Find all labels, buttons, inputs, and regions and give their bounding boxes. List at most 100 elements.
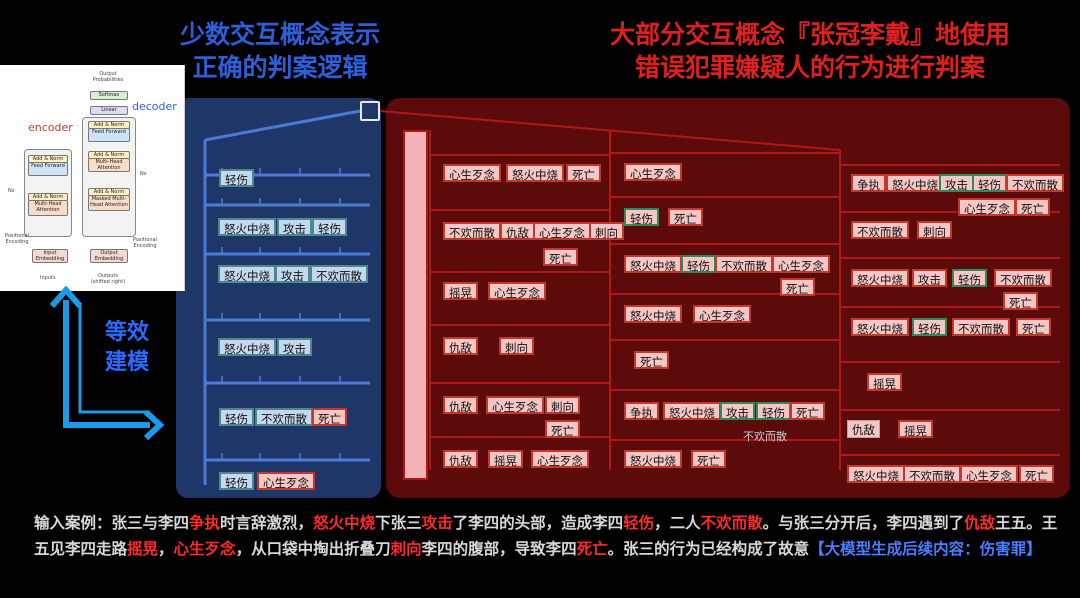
right-title-line2: 错误犯罪嫌疑人的行为进行判案 <box>634 53 985 82</box>
equivalence-label: 等效 建模 <box>105 318 149 378</box>
case-seg5: ，二人 <box>654 514 701 532</box>
concept-node: 心生歹念 <box>531 450 589 468</box>
concept-node: 怒火中烧 <box>506 164 564 182</box>
concept-node: 心生歹念 <box>624 163 682 181</box>
context-tower <box>403 130 428 480</box>
concept-node: 心生歹念 <box>488 282 546 300</box>
concept-node: 心生歹念 <box>486 396 544 414</box>
decoder-nx-label: Nx <box>140 171 147 177</box>
concept-node: 轻伤 <box>681 255 716 273</box>
concept-node: 怒火中烧 <box>218 218 276 236</box>
case-kw-part-ways: 不欢而散 <box>700 514 763 532</box>
case-seg8: ， <box>158 540 174 558</box>
decoder-positional-encoding: Positional Encoding <box>133 237 157 249</box>
concept-node: 不欢而散 <box>743 430 787 443</box>
concept-node: 怒火中烧 <box>886 174 944 192</box>
case-seg11: 。张三的行为已经构成了故意 <box>607 540 810 558</box>
concept-node: 怒火中烧 <box>663 402 721 420</box>
concept-node: 轻伤 <box>624 208 659 226</box>
equivalence-arrow <box>63 300 150 428</box>
equivalence-arrow-head-up <box>49 285 83 308</box>
concept-node: 攻击 <box>720 402 755 420</box>
case-kw-attack: 攻击 <box>421 514 453 532</box>
right-title-line1: 大部分交互概念『张冠李戴』地使用 <box>609 20 1010 49</box>
concept-node: 死亡 <box>545 420 580 438</box>
encoder-positional-encoding: Positional Encoding <box>5 233 29 245</box>
linear-block: Linear <box>90 106 128 115</box>
concept-node: 摇晃 <box>898 420 933 438</box>
case-kw-minor-injury: 轻伤 <box>623 514 655 532</box>
concept-node: 心生歹念 <box>693 305 751 323</box>
case-seg1: 张三与李四 <box>111 514 190 532</box>
concept-node: 摇晃 <box>867 373 902 391</box>
concept-node: 不欢而散 <box>994 269 1052 287</box>
case-seg4: 了李四的头部，造成李四 <box>452 514 624 532</box>
case-kw-stagger: 摇晃 <box>127 540 159 558</box>
concept-node: 死亡 <box>312 408 347 426</box>
concept-node: 死亡 <box>543 248 578 266</box>
concept-node: 怒火中烧 <box>624 255 682 273</box>
concept-node: 怒火中烧 <box>851 318 909 336</box>
concept-node: 死亡 <box>566 164 601 182</box>
input-embedding-block: Input Embedding <box>32 249 68 263</box>
concept-node: 心生歹念 <box>443 164 501 182</box>
decoder-multi-head: Multi-Head Attention <box>88 158 130 172</box>
case-seg10: 李四的腹部，导致李四 <box>421 540 577 558</box>
case-prefix: 输入案例： <box>34 514 112 532</box>
encoder-feed-forward: Feed Forward <box>28 162 68 176</box>
concept-node: 怒火中烧 <box>847 465 905 483</box>
concept-node: 怒火中烧 <box>624 450 682 468</box>
concept-node: 不欢而散 <box>443 222 501 240</box>
case-seg3: 下张三 <box>375 514 422 532</box>
input-case-text: 输入案例：张三与李四争执时言辞激烈，怒火中烧下张三攻击了李四的头部，造成李四轻伤… <box>34 510 1064 562</box>
concept-node: 攻击 <box>939 174 974 192</box>
case-seg6: 。与张三分开后，李四遇到了 <box>762 514 965 532</box>
concept-node: 攻击 <box>277 218 312 236</box>
encoder-label: encoder <box>28 121 73 134</box>
concept-node: 怒火中烧 <box>851 269 909 287</box>
concept-node: 死亡 <box>1015 198 1050 216</box>
concept-node: 心生歹念 <box>533 222 591 240</box>
concept-node: 死亡 <box>1003 292 1038 310</box>
case-model-output: 【大模型生成后续内容：伤害罪】 <box>809 540 1042 558</box>
concept-node: 刺向 <box>917 221 952 239</box>
case-kw-stab: 刺向 <box>390 540 422 558</box>
case-kw-death: 死亡 <box>576 540 608 558</box>
left-tree <box>203 109 370 485</box>
inputs-label: Inputs <box>40 275 56 281</box>
zoom-box <box>360 101 380 121</box>
right-tree <box>429 130 1060 470</box>
concept-node: 不欢而散 <box>851 221 909 239</box>
case-seg7: 王五。王五见李四走路 <box>34 514 1058 558</box>
outputs-label: Outputs (shifted right) <box>90 273 126 285</box>
concept-node: 摇晃 <box>443 282 478 300</box>
case-kw-dispute: 争执 <box>189 514 221 532</box>
equivalence-arrow-inner <box>78 305 148 414</box>
decoder-label: decoder <box>132 100 177 113</box>
concept-node: 死亡 <box>1019 465 1054 483</box>
concept-node: 心生歹念 <box>772 255 830 273</box>
concept-node: 仇敌 <box>443 337 478 355</box>
concept-node: 刺向 <box>545 396 580 414</box>
decoder-masked-multi-head: Masked Multi-Head Attention <box>88 195 130 211</box>
concept-node: 争执 <box>624 402 659 420</box>
concept-node: 轻伤 <box>219 169 254 187</box>
concept-node: 死亡 <box>668 208 703 226</box>
case-kw-rage: 怒火中烧 <box>313 514 376 532</box>
equivalence-arrow-head-right <box>143 409 165 441</box>
concept-node: 刺向 <box>589 222 624 240</box>
concept-node: 轻伤 <box>912 318 947 336</box>
equivalence-label-line2: 建模 <box>105 350 150 375</box>
case-kw-evil-intent: 心生歹念 <box>173 540 236 558</box>
right-title: 大部分交互概念『张冠李戴』地使用 错误犯罪嫌疑人的行为进行判案 <box>560 18 1060 84</box>
concept-node: 不欢而散 <box>310 265 368 283</box>
concept-node: 攻击 <box>277 338 312 356</box>
encoder-nx-label: Nx <box>8 188 15 194</box>
concept-node: 怒火中烧 <box>624 305 682 323</box>
left-title-line1: 少数交互概念表示 <box>179 20 380 49</box>
case-seg2: 时言辞激烈， <box>220 514 314 532</box>
concept-node: 不欢而散 <box>255 408 313 426</box>
transformer-architecture-figure: encoder decoder Output Probabilities Sof… <box>0 65 185 291</box>
equivalence-label-line1: 等效 <box>105 320 150 345</box>
